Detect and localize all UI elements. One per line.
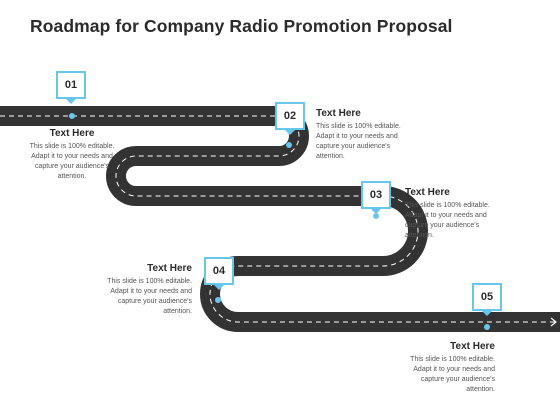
milestone-2-marker: 02 <box>275 102 305 135</box>
milestone-2-text: Text Here This slide is 100% editable. A… <box>316 108 416 162</box>
milestone-4-number: 04 <box>212 265 226 277</box>
milestone-1-body: This slide is 100% editable. Adapt it to… <box>29 143 115 180</box>
milestone-5-body: This slide is 100% editable. Adapt it to… <box>410 356 495 393</box>
milestone-3-pin <box>373 213 379 219</box>
milestone-4-text: Text Here This slide is 100% editable. A… <box>92 263 192 317</box>
milestone-5-number: 05 <box>480 291 494 303</box>
milestone-4-pin <box>215 297 221 303</box>
milestone-3-heading: Text Here <box>405 187 450 198</box>
milestone-5-pin <box>484 324 490 330</box>
milestone-1-pin <box>69 113 75 119</box>
milestone-4-body: This slide is 100% editable. Adapt it to… <box>107 278 192 315</box>
milestone-3-marker: 03 <box>361 181 391 214</box>
milestone-5-text: Text Here This slide is 100% editable. A… <box>395 341 495 395</box>
milestone-1-heading: Text Here <box>49 128 95 139</box>
milestone-1-text: Text Here This slide is 100% editable. A… <box>22 128 122 182</box>
milestone-2-body: This slide is 100% editable. Adapt it to… <box>316 123 401 160</box>
milestone-3-number: 03 <box>369 189 383 201</box>
milestone-4-marker: 04 <box>204 257 234 290</box>
milestone-3-body: This slide is 100% editable. Adapt it to… <box>405 202 490 239</box>
milestone-1-number: 01 <box>64 79 78 91</box>
page-title: Roadmap for Company Radio Promotion Prop… <box>30 16 453 36</box>
milestone-2-pin <box>286 142 292 148</box>
milestone-1-marker: 01 <box>56 71 86 104</box>
milestone-4-heading: Text Here <box>147 263 192 274</box>
milestone-2-number: 02 <box>283 110 297 122</box>
milestone-5-marker: 05 <box>472 283 502 316</box>
milestone-5-heading: Text Here <box>450 341 495 352</box>
milestone-2-heading: Text Here <box>316 108 361 119</box>
milestone-3-text: Text Here This slide is 100% editable. A… <box>405 187 505 241</box>
